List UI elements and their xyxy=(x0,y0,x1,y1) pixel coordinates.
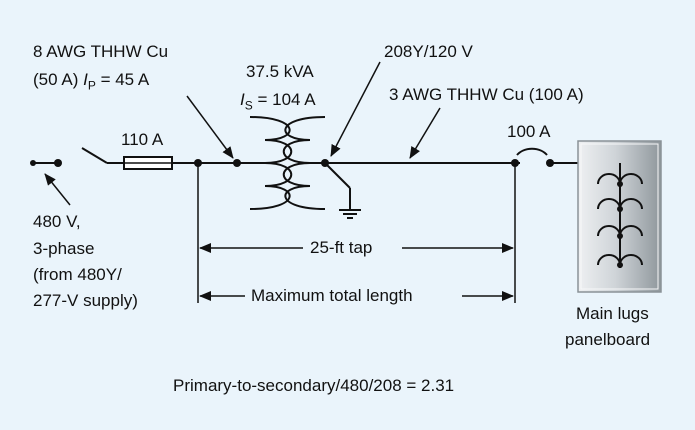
switch-node-left xyxy=(54,159,62,167)
secondary-conductor-label: 3 AWG THHW Cu (100 A) xyxy=(389,85,584,104)
breaker-rating-label: 100 A xyxy=(507,122,551,141)
source-callout xyxy=(44,173,71,206)
primary-current-value: = 45 A xyxy=(95,70,150,89)
secondary-current-sub: S xyxy=(244,98,253,113)
circuit-breaker-arc xyxy=(516,147,548,156)
source-line-2: 3-phase xyxy=(33,239,95,258)
secondary-callout xyxy=(330,61,381,157)
total-length-label: Maximum total length xyxy=(251,286,413,305)
panel-label-line-1: Main lugs xyxy=(576,304,649,323)
secondary-terminal xyxy=(321,159,329,167)
source-terminal xyxy=(30,160,36,166)
disconnect-switch xyxy=(81,147,108,164)
secondary-current-value: = 104 A xyxy=(252,90,316,109)
secondary-current-label: IS = 104 A xyxy=(240,90,316,115)
primary-callout xyxy=(186,95,234,159)
conductor-callout xyxy=(409,107,441,159)
primary-current-label: (50 A) IP = 45 A xyxy=(33,70,149,95)
primary-current-symbol: I xyxy=(83,70,88,89)
primary-current-sub: P xyxy=(87,78,96,93)
source-line-4: 277-V supply) xyxy=(33,291,138,310)
breaker-load-node xyxy=(546,159,554,167)
secondary-voltage-label: 208Y/120 V xyxy=(384,42,473,61)
primary-conductor-label: 8 AWG THHW Cu xyxy=(33,42,169,61)
primary-terminal xyxy=(233,159,241,167)
transformer-rating-label: 37.5 kVA xyxy=(246,62,314,81)
panel-label-line-2: panelboard xyxy=(565,330,651,349)
fuse-rating-label: 110 A xyxy=(121,130,164,149)
source-line-3: (from 480Y/ xyxy=(33,265,122,284)
tap-length-label: 25-ft tap xyxy=(310,238,373,257)
panelboard xyxy=(577,140,662,293)
secondary-current-symbol: I xyxy=(240,90,245,109)
primary-rating: (50 A) xyxy=(33,70,84,89)
source-line-1: 480 V, xyxy=(33,212,81,231)
neutral-conductor xyxy=(324,162,351,189)
ratio-footer: Primary-to-secondary/480/208 = 2.31 xyxy=(173,376,455,395)
